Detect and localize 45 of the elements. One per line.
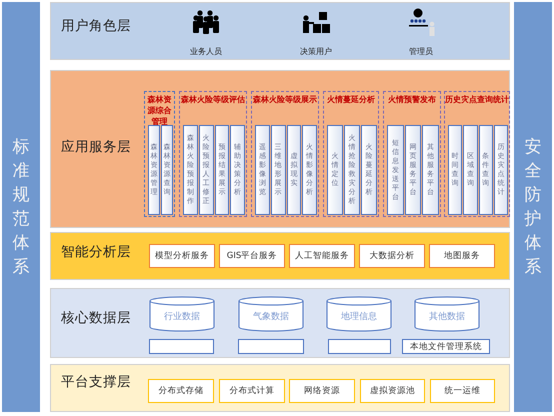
- layer-title: 智能分析层: [61, 243, 131, 261]
- service-box: [238, 339, 304, 354]
- service-box: 模型分析服务: [149, 244, 215, 268]
- role-label: 管理员: [408, 46, 434, 57]
- role-label: 业务人员: [189, 46, 223, 57]
- data-label: 其他数据: [429, 310, 465, 322]
- function-group-frame: [144, 91, 175, 217]
- function-group-frame: [179, 91, 247, 217]
- layer-band: [50, 2, 510, 60]
- service-box: 人工智能服务: [289, 244, 355, 268]
- service-box: 统一运维: [430, 379, 495, 403]
- service-box: [328, 339, 391, 354]
- group-title: 森林资源综合管理: [146, 94, 172, 127]
- group-title: 火情蔓延分析: [326, 94, 376, 105]
- group-title: 火情预警发布: [387, 94, 437, 105]
- service-box: 网络资源: [289, 379, 355, 403]
- group-title: 历史灾点查询统计: [445, 94, 509, 105]
- service-box: 本地文件管理系统: [402, 339, 490, 354]
- layer-band: [50, 70, 510, 228]
- service-box: 大数据分析: [359, 244, 425, 268]
- layer-title: 平台支撑层: [61, 373, 131, 391]
- role-label: 决策用户: [299, 46, 333, 57]
- layer-title: 用户角色层: [61, 17, 131, 35]
- layer-title: 核心数据层: [61, 309, 131, 327]
- side-panel: 安全防护体系: [514, 2, 552, 412]
- service-box: 分布式计算: [219, 379, 285, 403]
- data-label: 地理信息: [341, 310, 377, 322]
- function-group-frame: [251, 91, 319, 217]
- layer-band: [50, 232, 510, 280]
- group-title: 森林火险等级评估: [180, 94, 246, 105]
- service-box: GIS平台服务: [219, 244, 285, 268]
- data-label: 行业数据: [164, 310, 200, 322]
- group-title: 森林火险等级展示: [252, 94, 318, 105]
- data-label: 气象数据: [253, 310, 289, 322]
- function-group-frame: [383, 91, 441, 217]
- layer-band: [50, 288, 510, 358]
- layer-title: 应用服务层: [61, 138, 131, 156]
- service-box: 分布式存储: [148, 379, 214, 403]
- function-group-frame: [323, 91, 379, 217]
- service-box: 虚拟资源池: [360, 379, 425, 403]
- side-panel: 标准规范体系: [2, 2, 40, 412]
- function-group-frame: [444, 91, 510, 217]
- layer-band: [50, 364, 510, 412]
- service-box: 地图服务: [429, 244, 495, 268]
- service-box: [149, 339, 214, 354]
